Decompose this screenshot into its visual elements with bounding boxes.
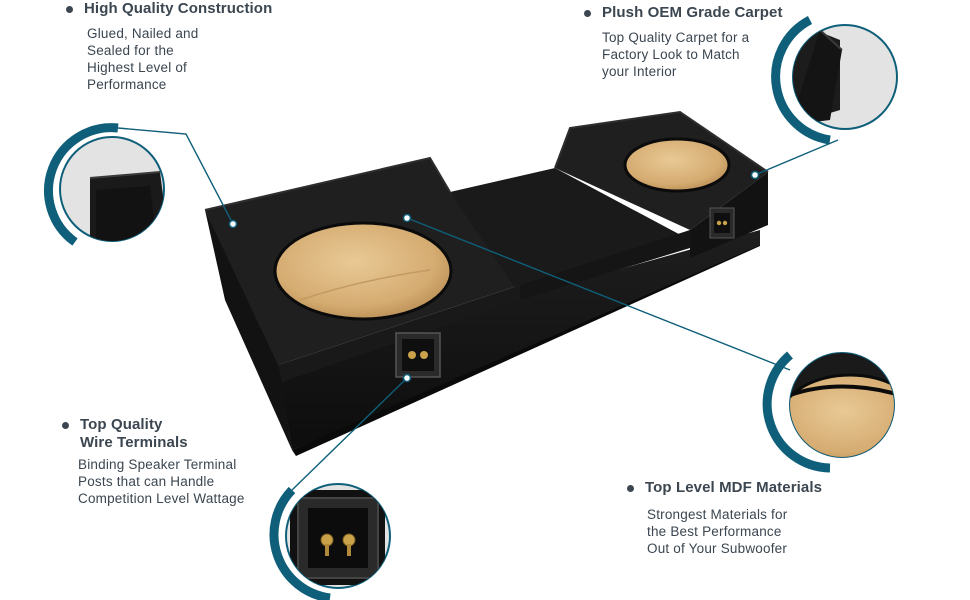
feature-description: Strongest Materials for the Best Perform… <box>647 507 788 556</box>
large-woofer-cutout <box>273 221 453 321</box>
left-wire-terminal <box>395 332 441 378</box>
feature-description: Binding Speaker Terminal Posts that can … <box>78 457 245 506</box>
zoom-ring-icon <box>771 16 898 145</box>
feature-mdf: Top Level MDF Materials Strongest Materi… <box>627 479 822 557</box>
feature-description: Top Quality Carpet for a Factory Look to… <box>602 30 750 79</box>
box-middle-tray <box>450 168 690 295</box>
zoom-ring-icon <box>762 351 895 473</box>
feature-title: Top Level MDF Materials <box>645 479 823 496</box>
zoom-ring-icon <box>44 123 165 246</box>
box-front-face <box>278 230 760 450</box>
feature-carpet: Plush OEM Grade Carpet Top Quality Carpe… <box>584 4 783 80</box>
bullet-dot-icon <box>584 10 591 17</box>
small-woofer-cutout <box>623 137 731 193</box>
bullet-dot-icon <box>62 422 69 429</box>
feature-title: High Quality Construction <box>84 0 273 17</box>
subwoofer-box <box>204 110 769 456</box>
feature-wire-terminals: Top Quality Wire Terminals Binding Speak… <box>62 416 245 507</box>
callout-connector-icon <box>117 127 839 491</box>
feature-description: Glued, Nailed and Sealed for the Highest… <box>87 26 199 92</box>
zoom-ring-icon <box>269 483 391 600</box>
feature-construction: High Quality Construction Glued, Nailed … <box>66 0 272 93</box>
feature-title: Plush OEM Grade Carpet <box>602 4 783 21</box>
bullet-dot-icon <box>66 6 73 13</box>
callout-anchor-dots <box>228 170 760 383</box>
box-left-face <box>205 210 292 450</box>
feature-title: Top Quality Wire Terminals <box>80 416 188 451</box>
bullet-dot-icon <box>627 485 634 492</box>
right-wire-terminal <box>709 207 735 239</box>
